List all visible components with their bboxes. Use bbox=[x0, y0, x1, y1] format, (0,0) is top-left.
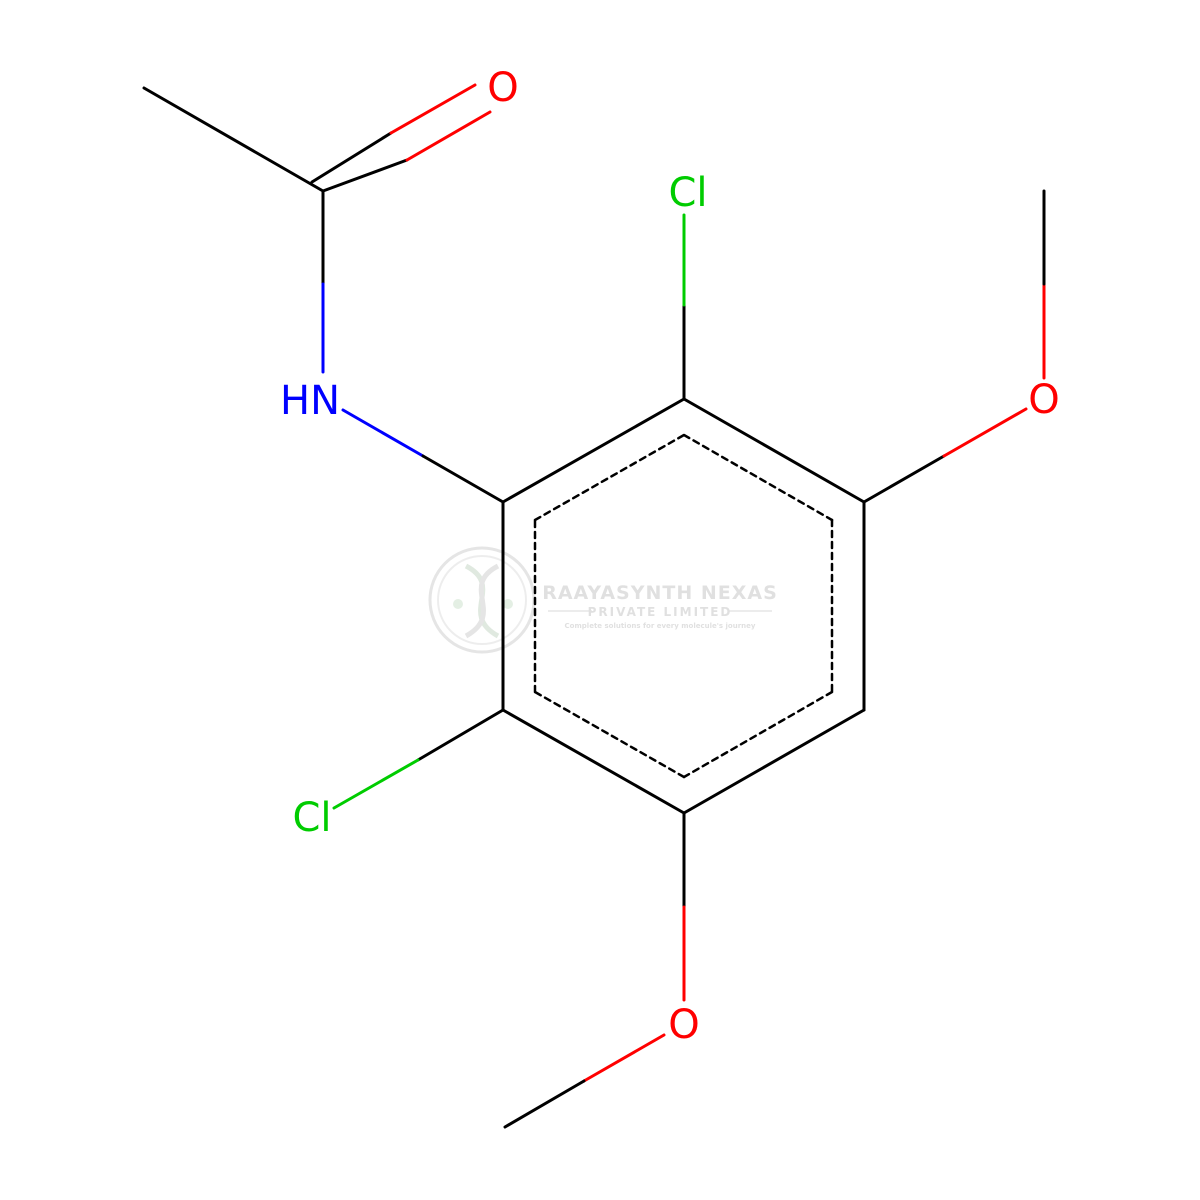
bond-omb-methyl-o bbox=[582, 1033, 666, 1083]
watermark-tagline: Complete solutions for every molecule's … bbox=[565, 622, 756, 630]
watermark-company: RAAYASYNTH NEXAS bbox=[542, 582, 778, 604]
atom-o-methoxy-right: O bbox=[1028, 377, 1059, 423]
ring-bond-5 bbox=[501, 708, 686, 815]
dna-helix-icon bbox=[428, 546, 536, 654]
bond-carbonyl-outer bbox=[310, 131, 393, 184]
bond-n-ring-c bbox=[421, 454, 505, 504]
bond-omr-o bbox=[942, 407, 1028, 458]
ring-bond-4 bbox=[682, 708, 866, 815]
bond-omb-methyl-c bbox=[503, 1079, 586, 1129]
atom-o-carbonyl: O bbox=[487, 65, 518, 111]
ring-bond-1 bbox=[501, 397, 686, 504]
atom-cl-bottom: Cl bbox=[292, 795, 331, 841]
ring-bond-2 bbox=[682, 397, 866, 504]
watermark-subtitle: PRIVATE LIMITED bbox=[588, 605, 733, 619]
atom-nh: HN bbox=[280, 378, 340, 424]
atom-labels: O HN Cl O Cl O bbox=[280, 65, 1060, 1048]
bond-cl-bottom-cl bbox=[332, 758, 420, 810]
bond-carbonyl-outer-o bbox=[389, 83, 477, 135]
watermark: RAAYASYNTH NEXAS PRIVATE LIMITED Complet… bbox=[428, 546, 778, 654]
bond-cl-bottom-c bbox=[416, 708, 505, 762]
bond-methyl-carbonyl bbox=[142, 86, 325, 193]
bonds bbox=[142, 83, 1046, 1129]
aromatic-ring bbox=[533, 433, 834, 779]
atom-cl-top: Cl bbox=[668, 170, 707, 216]
bond-n-ring-n bbox=[341, 408, 425, 458]
bond-omr-c bbox=[862, 454, 946, 504]
atom-o-methoxy-bottom: O bbox=[668, 1002, 699, 1048]
bond-carbonyl-inner-o bbox=[405, 110, 492, 162]
bond-carbonyl-inner bbox=[321, 158, 409, 193]
